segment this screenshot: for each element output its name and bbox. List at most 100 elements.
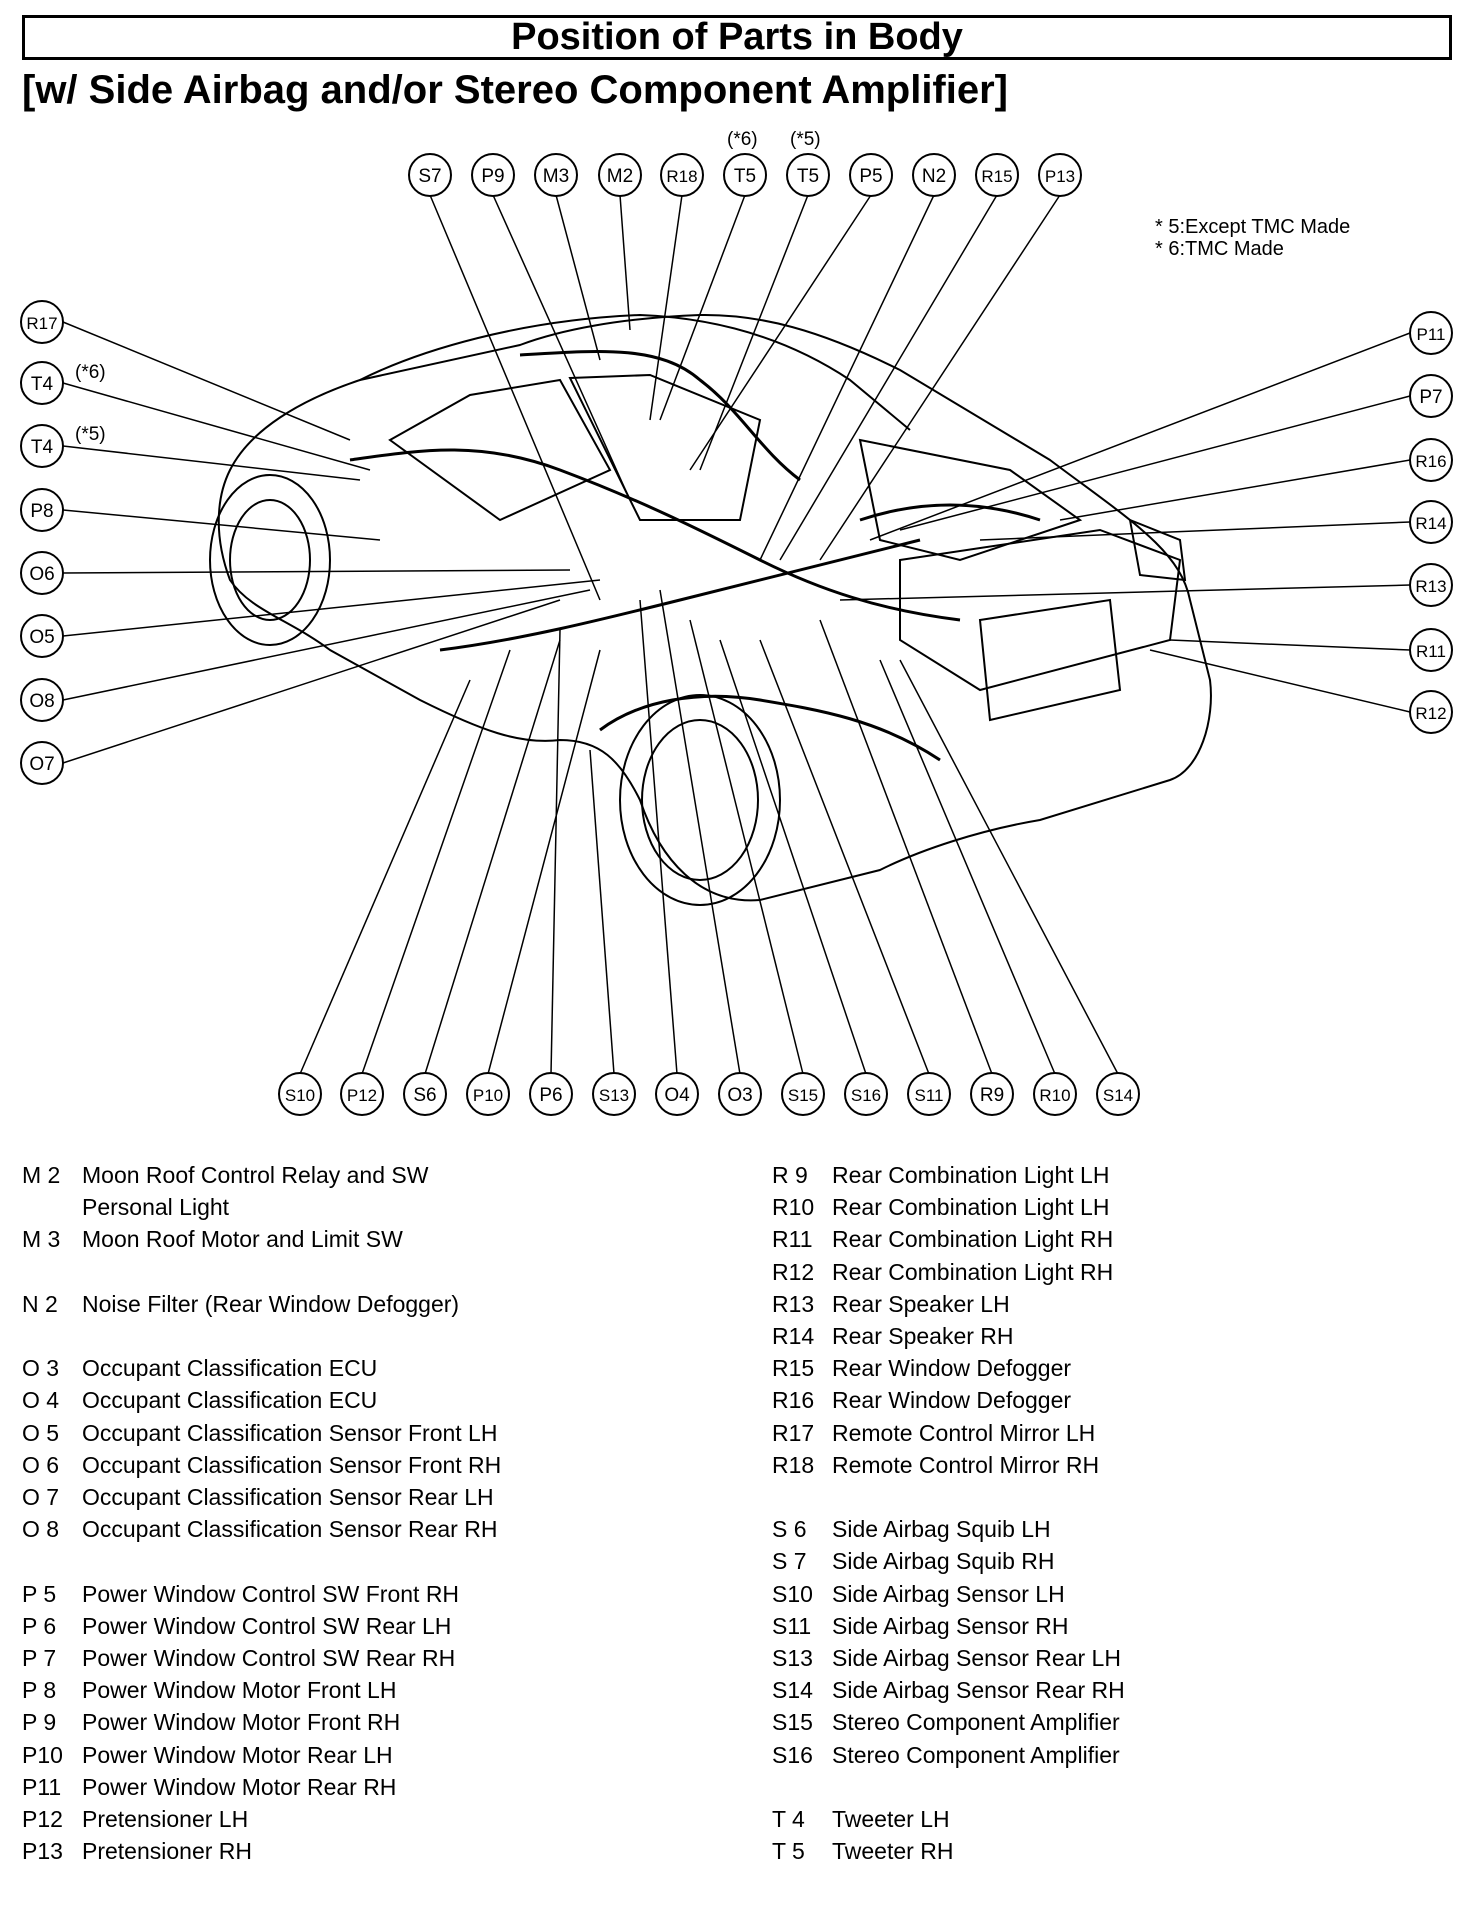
leader-line: [659, 589, 741, 1075]
leader-line: [689, 619, 804, 1075]
leader-line: [62, 382, 371, 471]
callout-label: P6: [539, 1085, 562, 1106]
callout-label: R12: [1415, 704, 1446, 723]
callout-note: (*5): [790, 129, 821, 150]
legend-code: O 7: [22, 1484, 60, 1510]
callout-right-p7: P7: [1409, 374, 1453, 418]
legend-description: Remote Control Mirror LH: [832, 1419, 1096, 1446]
legend-code: P11: [22, 1773, 62, 1800]
callout-left-o6: O6: [20, 551, 64, 595]
callout-bottom-r10: R10: [1033, 1072, 1077, 1116]
legend-description: Occupant Classification ECU: [82, 1387, 378, 1414]
callout-label: O4: [664, 1085, 690, 1106]
callout-label: R11: [1416, 642, 1446, 661]
legend-code: R11: [772, 1226, 813, 1253]
callout-label: R14: [1415, 514, 1446, 533]
footnotes: * 5:Except TMC Made * 6:TMC Made: [1155, 216, 1350, 260]
legend-description: Moon Roof Control Relay and SW: [82, 1162, 429, 1188]
callout-right-p11: P11: [1409, 311, 1453, 355]
callout-top-r15: R15: [975, 153, 1019, 197]
leader-line: [1149, 649, 1411, 713]
leader-line: [361, 649, 511, 1075]
callout-label: R16: [1415, 452, 1446, 471]
legend-description: Rear Window Defogger: [832, 1387, 1072, 1414]
leader-line: [649, 194, 683, 421]
legend-description: Occupant Classification Sensor Front LH: [82, 1419, 498, 1446]
leader-line: [555, 194, 601, 361]
legend-code: O 5: [22, 1419, 60, 1446]
leader-line: [62, 579, 601, 637]
callout-note: (*5): [75, 424, 106, 445]
callout-bottom-s16: S16: [844, 1072, 888, 1116]
callout-right-r14: R14: [1409, 500, 1453, 544]
leader-line: [899, 659, 1119, 1075]
leader-line: [62, 599, 561, 764]
leader-line: [979, 521, 1411, 541]
leader-line: [550, 629, 561, 1075]
legend-code: R14: [772, 1323, 815, 1349]
legend-description: Pretensioner LH: [82, 1806, 249, 1832]
legend-code: N 2: [22, 1290, 58, 1317]
footnote: * 6:TMC Made: [1155, 238, 1284, 260]
legend-description: Side Airbag Sensor Rear LH: [832, 1645, 1121, 1671]
callout-label: R15: [981, 167, 1012, 186]
callout-bottom-o3: O3: [718, 1072, 762, 1116]
legend-description: Power Window Motor Front LH: [82, 1677, 397, 1704]
callout-left-r17: R17: [20, 300, 64, 344]
legend-code: R17: [772, 1419, 815, 1446]
callout-label: O6: [29, 564, 54, 585]
callout-label: S16: [851, 1086, 881, 1105]
legend-description: Side Airbag Squib LH: [832, 1516, 1051, 1543]
legend-code: O 3: [22, 1355, 60, 1382]
callout-label: N2: [922, 166, 946, 187]
callout-top-p5: P5: [849, 153, 893, 197]
legend-code: P12: [22, 1806, 63, 1832]
legend-description: Stereo Component Amplifier: [832, 1709, 1120, 1736]
callout-label: P5: [859, 166, 882, 187]
callout-left-o7: O7: [20, 741, 64, 785]
legend-description: Personal Light: [82, 1194, 230, 1221]
legend-code: S13: [772, 1645, 813, 1671]
legend-code: O 4: [22, 1387, 60, 1414]
legend-code: R16: [772, 1387, 815, 1414]
legend-code: R15: [772, 1355, 815, 1382]
legend-code: R 9: [772, 1162, 808, 1188]
callout-label: O8: [29, 691, 54, 712]
legend-code: O 6: [22, 1451, 60, 1478]
leader-line: [659, 194, 746, 421]
callout-bottom-p12: P12: [340, 1072, 384, 1116]
leader-line: [424, 639, 561, 1075]
legend-code: S15: [772, 1709, 813, 1736]
legend-description: Stereo Component Amplifier: [832, 1741, 1120, 1768]
callout-bottom-s6: S6: [403, 1072, 447, 1116]
leader-line: [62, 445, 361, 481]
callout-right-r12: R12: [1409, 690, 1453, 734]
callout-label: P13: [1045, 167, 1075, 186]
legend-code: R12: [772, 1258, 815, 1285]
legend-code: P 5: [22, 1580, 57, 1607]
callout-top-m3: M3: [534, 153, 578, 197]
callout-right-r13: R13: [1409, 563, 1453, 607]
callout-label: T4: [31, 374, 54, 395]
legend-code: R18: [772, 1451, 815, 1478]
legend-description: Tweeter RH: [832, 1838, 954, 1865]
legend-description: Occupant Classification Sensor Rear LH: [82, 1484, 494, 1510]
legend-description: Power Window Motor Rear RH: [82, 1773, 397, 1800]
footnote: * 5:Except TMC Made: [1155, 216, 1351, 238]
legend-description: Moon Roof Motor and Limit SW: [82, 1226, 403, 1253]
legend-description: Power Window Control SW Rear LH: [82, 1612, 452, 1639]
legend-description: Power Window Motor Rear LH: [82, 1741, 393, 1768]
callout-label: P11: [1417, 325, 1446, 344]
legend-code: P10: [22, 1741, 63, 1768]
leader-line: [759, 194, 935, 561]
legend-code: S 6: [772, 1516, 807, 1543]
leader-line: [699, 194, 809, 471]
leader-line: [429, 194, 601, 601]
callout-label: R9: [980, 1085, 1004, 1106]
legend-code: O 8: [22, 1516, 60, 1543]
callout-bottom-s15: S15: [781, 1072, 825, 1116]
callout-bottom-o4: O4: [655, 1072, 699, 1116]
callout-bottom-r9: R9: [970, 1072, 1014, 1116]
legend-code: T 4: [772, 1806, 805, 1832]
callout-top-t5: T5: [786, 153, 830, 197]
